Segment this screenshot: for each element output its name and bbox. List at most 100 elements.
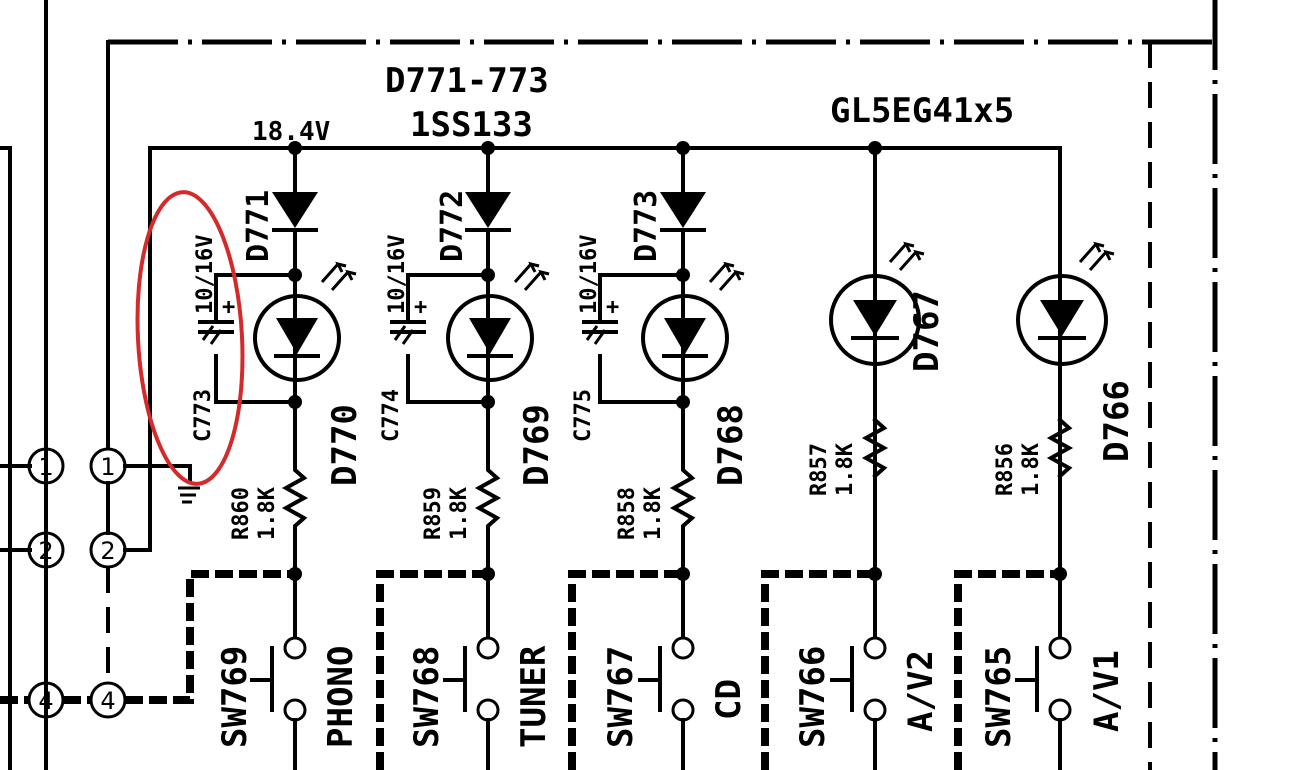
diode-d773-symbol	[660, 192, 706, 228]
capacitor-c775-symbol	[582, 320, 618, 334]
light-arrows-icon	[708, 261, 745, 291]
cap-plus-sign: +	[222, 295, 235, 320]
diode-d771-symbol	[272, 192, 318, 228]
switch-sw768-label: SW768	[407, 646, 447, 748]
switch-contact	[1048, 698, 1072, 722]
diode-ref-label: D771-773	[385, 61, 549, 101]
switch-sw766-label: SW766	[793, 646, 833, 748]
connector-pin1-left[interactable]: 1	[27, 447, 65, 485]
left-edge-wire	[0, 146, 12, 770]
cap-hatch	[393, 325, 415, 345]
diode-d771-label: D771	[241, 190, 276, 262]
source-tuner-label: TUNER	[514, 645, 554, 748]
switch-sw765-label: SW765	[979, 646, 1019, 748]
cap-c775-label: C775	[571, 389, 596, 442]
resistor-r857-label: R857	[807, 443, 832, 496]
switch-sw769-label: SW769	[215, 646, 255, 748]
resistor-r858-label: R858	[615, 487, 640, 540]
source-av1-label: A/V1	[1087, 650, 1127, 732]
cap-c774-label: C774	[379, 389, 404, 442]
wire	[406, 273, 490, 322]
light-arrows-icon	[513, 261, 550, 291]
switch-sw769-actuator[interactable]	[250, 646, 274, 712]
wire	[214, 273, 297, 322]
cap-c773-label: C773	[191, 389, 216, 442]
switch-bus	[954, 570, 1060, 770]
resistor-r856-symbol	[1046, 417, 1074, 479]
cap-c775-value: 10/16V	[577, 235, 602, 314]
diode-d773-label: D773	[629, 190, 664, 262]
connector-pin4-left[interactable]: 4	[27, 681, 65, 719]
switch-contact	[863, 636, 887, 660]
pin2-left-label: 2	[38, 537, 53, 565]
diode-part-label: 1SS133	[410, 105, 533, 145]
connector-pin2-right[interactable]: 2	[89, 531, 127, 569]
switch-sw768-actuator[interactable]	[443, 646, 467, 712]
switch-contact	[476, 698, 500, 722]
led-d768-label: D768	[711, 404, 751, 486]
switch-bus-main	[0, 570, 298, 704]
resistor-r859-value: 1.8K	[447, 486, 472, 540]
channel-phono: D771 D770 + 10/16V C773 R860 1.8K SW769 …	[191, 146, 365, 770]
led-d767-body[interactable]	[829, 274, 921, 366]
resistor-r857-symbol	[861, 417, 889, 479]
light-arrows-icon	[888, 241, 925, 271]
led-d770-label: D770	[325, 404, 365, 486]
switch-bus	[568, 570, 683, 770]
light-arrows-icon	[1078, 241, 1115, 271]
resistor-r859-symbol	[474, 400, 502, 576]
switch-bus	[376, 570, 488, 770]
pin1-right-label: 1	[100, 453, 115, 481]
cap-c774-value: 10/16V	[385, 235, 410, 314]
led-d770-body[interactable]	[253, 294, 341, 382]
switch-contact	[863, 698, 887, 722]
cap-c773-value: 10/16V	[193, 235, 218, 314]
channel-av2: D767 R857 1.8K SW766 A/V2	[761, 146, 947, 770]
wire	[406, 354, 490, 404]
led-d767-symbol	[853, 300, 897, 336]
led-d766-body[interactable]	[1016, 274, 1108, 366]
led-d766-symbol	[1040, 300, 1084, 336]
resistor-r860-value: 1.8K	[255, 486, 280, 540]
resistor-r858-value: 1.8K	[641, 486, 666, 540]
switch-contact	[671, 698, 695, 722]
led-d766-label: D766	[1097, 380, 1137, 462]
switch-sw765-actuator[interactable]	[1015, 646, 1039, 712]
led-d768-body[interactable]	[641, 294, 729, 382]
cap-hatch	[201, 325, 223, 345]
switch-sw767-actuator[interactable]	[638, 646, 662, 712]
resistor-r856-label: R856	[993, 443, 1018, 496]
connector-pin1-right[interactable]: 1	[89, 447, 127, 485]
resistor-r860-label: R860	[229, 487, 254, 540]
switch-contact	[283, 636, 307, 660]
capacitor-c773-symbol	[198, 320, 234, 334]
pin4-right-label: 4	[100, 687, 115, 715]
pin2-right-label: 2	[100, 537, 115, 565]
light-arrows-icon	[320, 261, 357, 291]
capacitor-c774-symbol	[390, 320, 426, 334]
resistor-r856-value: 1.8K	[1019, 442, 1044, 496]
channel-tuner: D772 D769 + 10/16V C774 R859 1.8K SW768 …	[376, 146, 557, 770]
channel-cd: D773 D768 + 10/16V C775 R858 1.8K SW767 …	[568, 146, 751, 770]
voltage-label: 18.4V	[252, 117, 330, 147]
led-d769-body[interactable]	[446, 294, 534, 382]
wire	[598, 354, 685, 404]
connector-pin2-left[interactable]: 2	[27, 531, 65, 569]
resistor-r860-symbol	[281, 400, 309, 576]
wire	[214, 354, 297, 404]
diode-d772-symbol	[465, 192, 511, 228]
cap-plus-sign: +	[606, 295, 619, 320]
led-d767-label: D767	[907, 290, 947, 372]
led-d768-symbol	[664, 318, 706, 354]
connector-pin4-right[interactable]: 4	[89, 681, 127, 719]
source-cd-label: CD	[709, 679, 749, 720]
source-phono-label: PHONO	[321, 646, 361, 748]
wire-pin1-to-ground	[123, 464, 192, 482]
cap-hatch	[585, 325, 607, 345]
switch-sw766-actuator[interactable]	[830, 646, 854, 712]
source-av2-label: A/V2	[901, 650, 941, 732]
switch-contact	[476, 636, 500, 660]
channel-av1: D766 R856 1.8K SW765 A/V1	[954, 241, 1137, 770]
resistor-r858-symbol	[669, 400, 697, 576]
